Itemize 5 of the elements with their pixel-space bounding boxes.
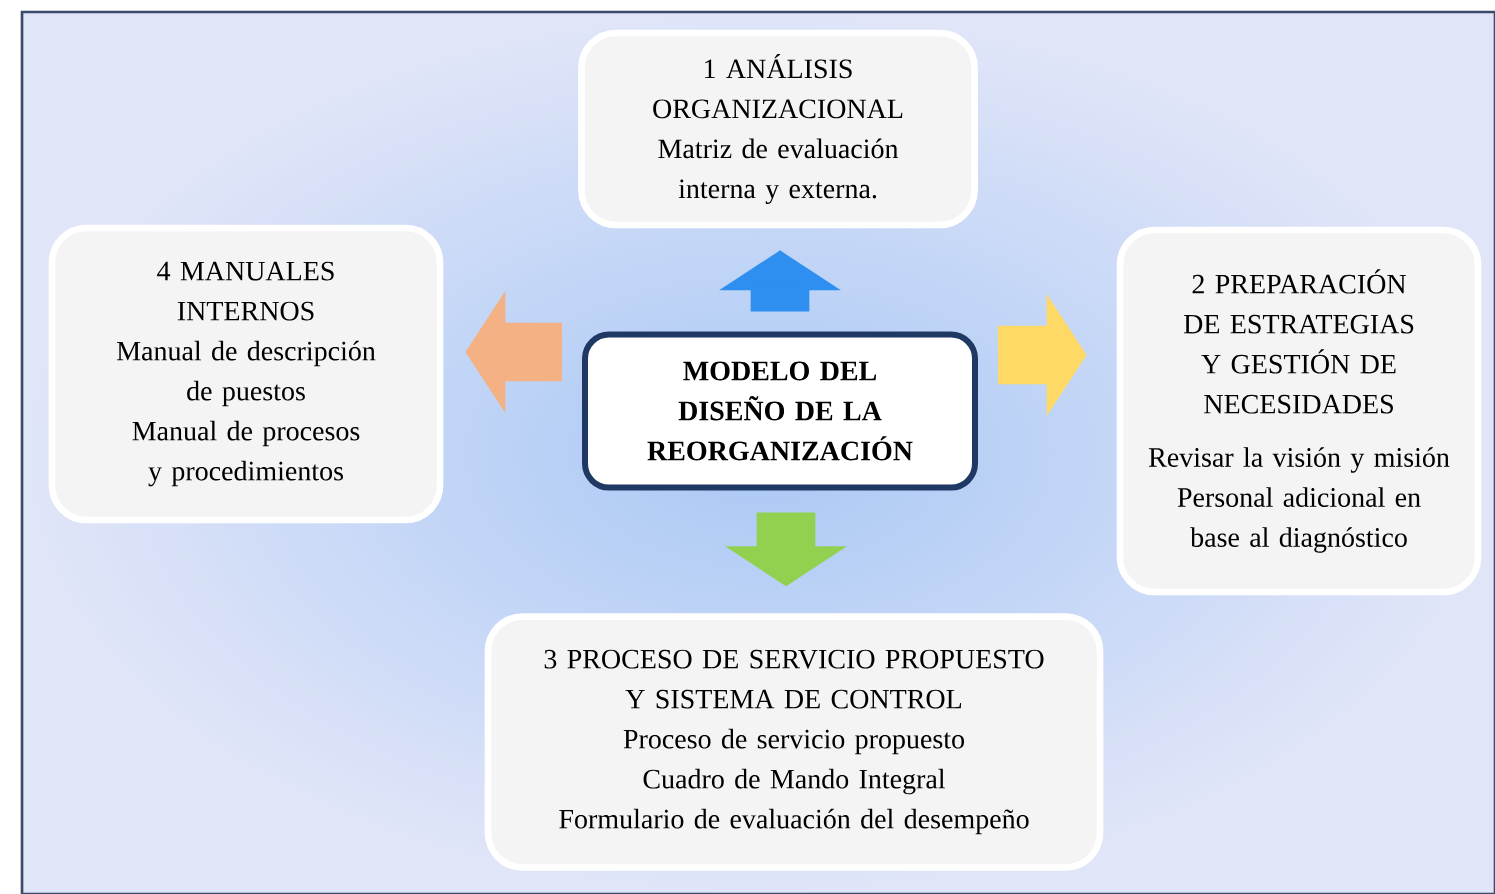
content-box: 3 PROCESO DE SERVICIO PROPUESTO Y SISTEMA DE CONTROL Proceso de servicio propuesto Cuadro de Mando Integral Formulario de evaluación del desempeño bbox=[484, 613, 1104, 871]
content-box: 1 ANÁLISIS ORGANIZACIONAL Matriz de evaluación interna y externa. bbox=[578, 29, 978, 229]
title-box: MODELO DEL DISEÑO DE LA REORGANIZACIÓN bbox=[582, 331, 978, 491]
content-box: 4 MANUALES INTERNOS Manual de descripción de puestos Manual de procesos y procedimientos bbox=[48, 224, 444, 524]
content-box: 2 PREPARACIÓN DE ESTRATEGIAS Y GESTIÓN DE NECESIDADES Revisar la visión y misión Personal adicional en base al diagnóstico bbox=[1116, 226, 1482, 596]
